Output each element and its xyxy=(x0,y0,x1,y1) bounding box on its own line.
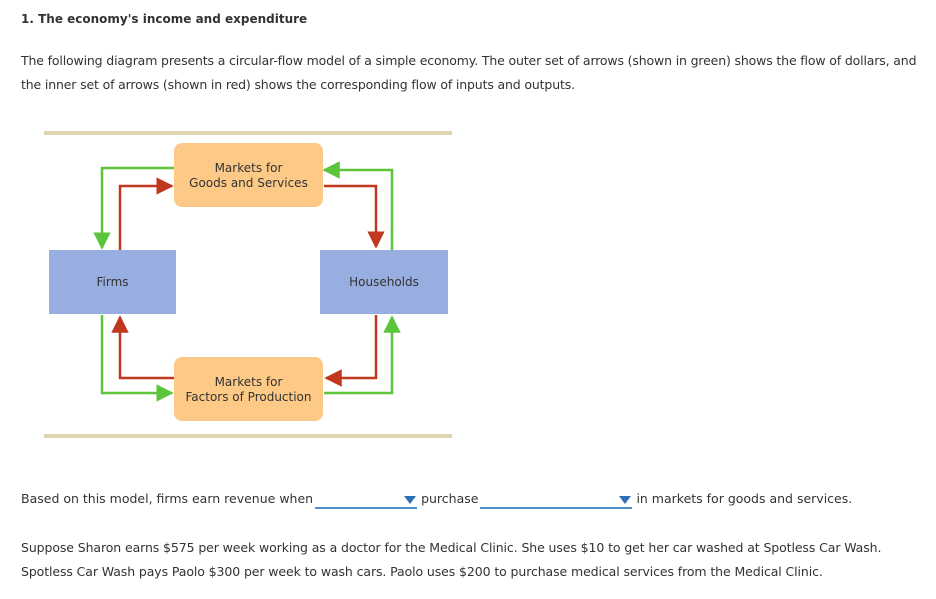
dropdown-buyer[interactable] xyxy=(315,489,418,509)
red-arrow-factors-to-firms xyxy=(111,315,174,380)
fill-in-question: Based on this model, firms earn revenue … xyxy=(21,489,926,511)
green-arrow-households-to-goods xyxy=(322,161,394,250)
goods-market-label-line2: Goods and Services xyxy=(189,176,308,190)
firms-box xyxy=(49,250,176,314)
question-prefix: Based on this model, firms earn revenue … xyxy=(21,491,314,506)
red-arrow-firms-to-goods xyxy=(118,177,174,250)
factors-market-label-line1: Markets for xyxy=(215,375,283,389)
scenario-text: Suppose Sharon earns $575 per week worki… xyxy=(21,540,882,579)
factors-market-box xyxy=(174,357,323,421)
green-arrow-factors-to-households xyxy=(324,315,401,395)
green-arrow-firms-to-factors xyxy=(100,315,174,402)
green-arrow-goods-to-firms xyxy=(93,166,174,250)
households-box xyxy=(320,250,448,314)
chevron-down-icon xyxy=(619,496,632,504)
chevron-down-icon xyxy=(404,496,417,504)
dropdown-item[interactable] xyxy=(480,489,633,509)
bottom-rule-line xyxy=(44,434,452,438)
red-arrow-goods-to-households xyxy=(324,184,385,249)
factors-market-label-line2: Factors of Production xyxy=(185,390,311,404)
households-label: Households xyxy=(349,275,419,289)
question-suffix: in markets for goods and services. xyxy=(636,491,853,506)
circular-flow-diagram: Markets for Goods and Services Markets f… xyxy=(44,131,452,438)
firms-label: Firms xyxy=(96,275,128,289)
question-intro: The following diagram presents a circula… xyxy=(21,53,917,92)
question-middle: purchase xyxy=(421,491,479,506)
goods-market-box xyxy=(174,143,323,207)
red-arrow-households-to-factors xyxy=(324,315,378,387)
goods-market-label-line1: Markets for xyxy=(215,161,283,175)
question-title: 1. The economy's income and expenditure xyxy=(21,12,308,26)
top-rule-line xyxy=(44,131,452,135)
